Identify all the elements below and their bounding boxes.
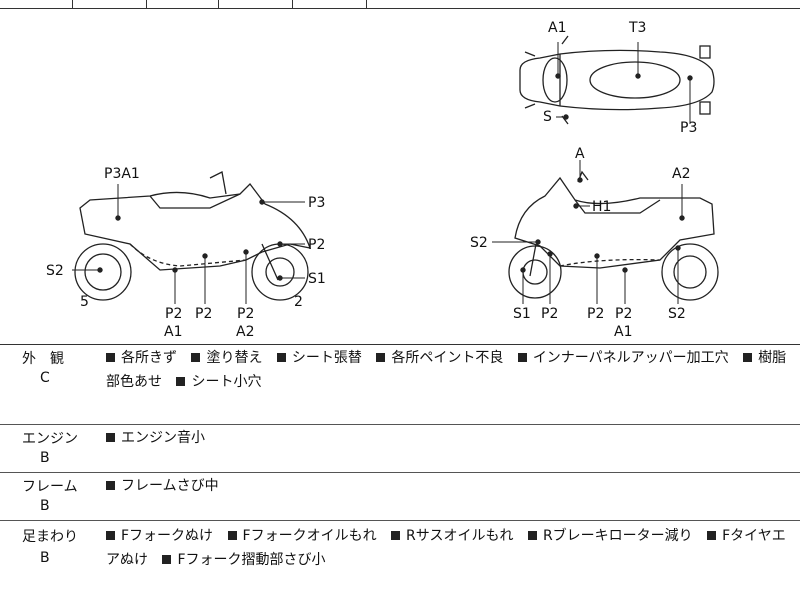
diagram-label: P3: [680, 120, 697, 136]
list-item: 各所ペイント不良: [391, 350, 504, 366]
section-category: 足まわり: [22, 529, 78, 545]
section-category: エンジン: [22, 431, 78, 447]
diagram-label: S: [543, 109, 552, 125]
list-item: Fフォークオイルもれ: [242, 528, 377, 544]
section-grade: C: [40, 370, 50, 386]
bullet-square-icon: [276, 353, 286, 362]
diagram-label: T3: [628, 20, 646, 36]
diagram-label: P2: [195, 306, 212, 322]
diagram-label: A: [575, 146, 585, 162]
bullet-square-icon: [227, 531, 237, 540]
section-grade: B: [40, 498, 50, 514]
list-item: Fタイヤエアぬけ: [106, 528, 786, 568]
bullet-square-icon: [162, 555, 172, 564]
section-exterior: 外 観 C 各所きず 塗り替え シート張替 各所ペイント不良 インナーパネルアッ…: [0, 344, 800, 425]
section-grade: B: [40, 450, 50, 466]
section-items: エンジン音小: [106, 426, 796, 450]
list-item: シート小穴: [191, 374, 262, 390]
diagram-label: P2: [308, 237, 325, 253]
section-engine: エンジン B エンジン音小: [0, 424, 800, 473]
bullet-square-icon: [191, 353, 201, 362]
diagram-label: S1: [513, 306, 531, 322]
section-items: Fフォークぬけ Fフォークオイルもれ Rサスオイルもれ Rブレーキローター減り …: [106, 524, 796, 572]
diagram-label: A1: [164, 324, 182, 340]
diagram-label: A1: [614, 324, 632, 340]
list-item: Fフォークぬけ: [121, 528, 214, 544]
bullet-square-icon: [517, 353, 527, 362]
diagram-label: P2: [165, 306, 182, 322]
diagram-label: P3A1: [104, 166, 140, 182]
diagram-label: 2: [294, 294, 303, 310]
section-grade: B: [40, 550, 50, 566]
section-frame: フレーム B フレームさび中: [0, 472, 800, 521]
bullet-square-icon: [176, 377, 186, 386]
diagram-label: P2: [615, 306, 632, 322]
diagram-label: S1: [308, 271, 326, 287]
section-suspension: 足まわり B Fフォークぬけ Fフォークオイルもれ Rサスオイルもれ Rブレーキ…: [0, 520, 800, 600]
bullet-square-icon: [743, 353, 753, 362]
diagram-label: A2: [236, 324, 254, 340]
section-category: フレーム: [22, 479, 78, 495]
diagram-label: S2: [668, 306, 686, 322]
diagram-label: S2: [470, 235, 488, 251]
diagram-label: 5: [80, 294, 89, 310]
top-table-strip: [0, 0, 800, 9]
top-view-scooter: [519, 35, 715, 125]
list-item: 各所きず: [121, 350, 177, 366]
left-view-scooter: [74, 171, 311, 301]
bullet-square-icon: [376, 353, 386, 362]
diagram-label: P2: [541, 306, 558, 322]
right-view-scooter: [508, 170, 719, 301]
scooter-diagrams: A1 T3 S P3 P3A1 P3 P2 S2 S1 5 2 P2 P2 P2…: [46, 20, 719, 340]
diagram-label: P2: [237, 306, 254, 322]
list-item: シート張替: [291, 350, 362, 366]
bullet-square-icon: [106, 531, 115, 540]
bullet-square-icon: [106, 481, 115, 490]
list-item: 塗り替え: [206, 350, 263, 366]
list-item: 樹脂部色あせ: [106, 350, 787, 390]
list-item: Rブレーキローター減り: [542, 528, 693, 544]
bullet-square-icon: [707, 531, 717, 540]
diagram-label: H1: [592, 199, 611, 215]
section-items: フレームさび中: [106, 474, 796, 498]
diagram-label: S2: [46, 263, 64, 279]
list-item: エンジン音小: [121, 430, 205, 446]
diagram-label: P3: [308, 195, 325, 211]
bullet-square-icon: [527, 531, 537, 540]
list-item: フレームさび中: [121, 478, 219, 494]
section-category: 外 観: [22, 351, 64, 367]
diagram-label: A2: [672, 166, 690, 182]
list-item: Fフォーク摺動部さび小: [177, 552, 326, 568]
bullet-square-icon: [106, 433, 115, 442]
bullet-square-icon: [391, 531, 401, 540]
damage-diagram: A1 T3 S P3 P3A1 P3 P2 S2 S1 5 2 P2 P2 P2…: [0, 8, 800, 345]
bullet-square-icon: [106, 353, 115, 362]
diagram-label: A1: [548, 20, 566, 36]
list-item: Rサスオイルもれ: [406, 528, 514, 544]
list-item: インナーパネルアッパー加工穴: [532, 350, 729, 366]
section-items: 各所きず 塗り替え シート張替 各所ペイント不良 インナーパネルアッパー加工穴 …: [106, 346, 796, 394]
diagram-label: P2: [587, 306, 604, 322]
